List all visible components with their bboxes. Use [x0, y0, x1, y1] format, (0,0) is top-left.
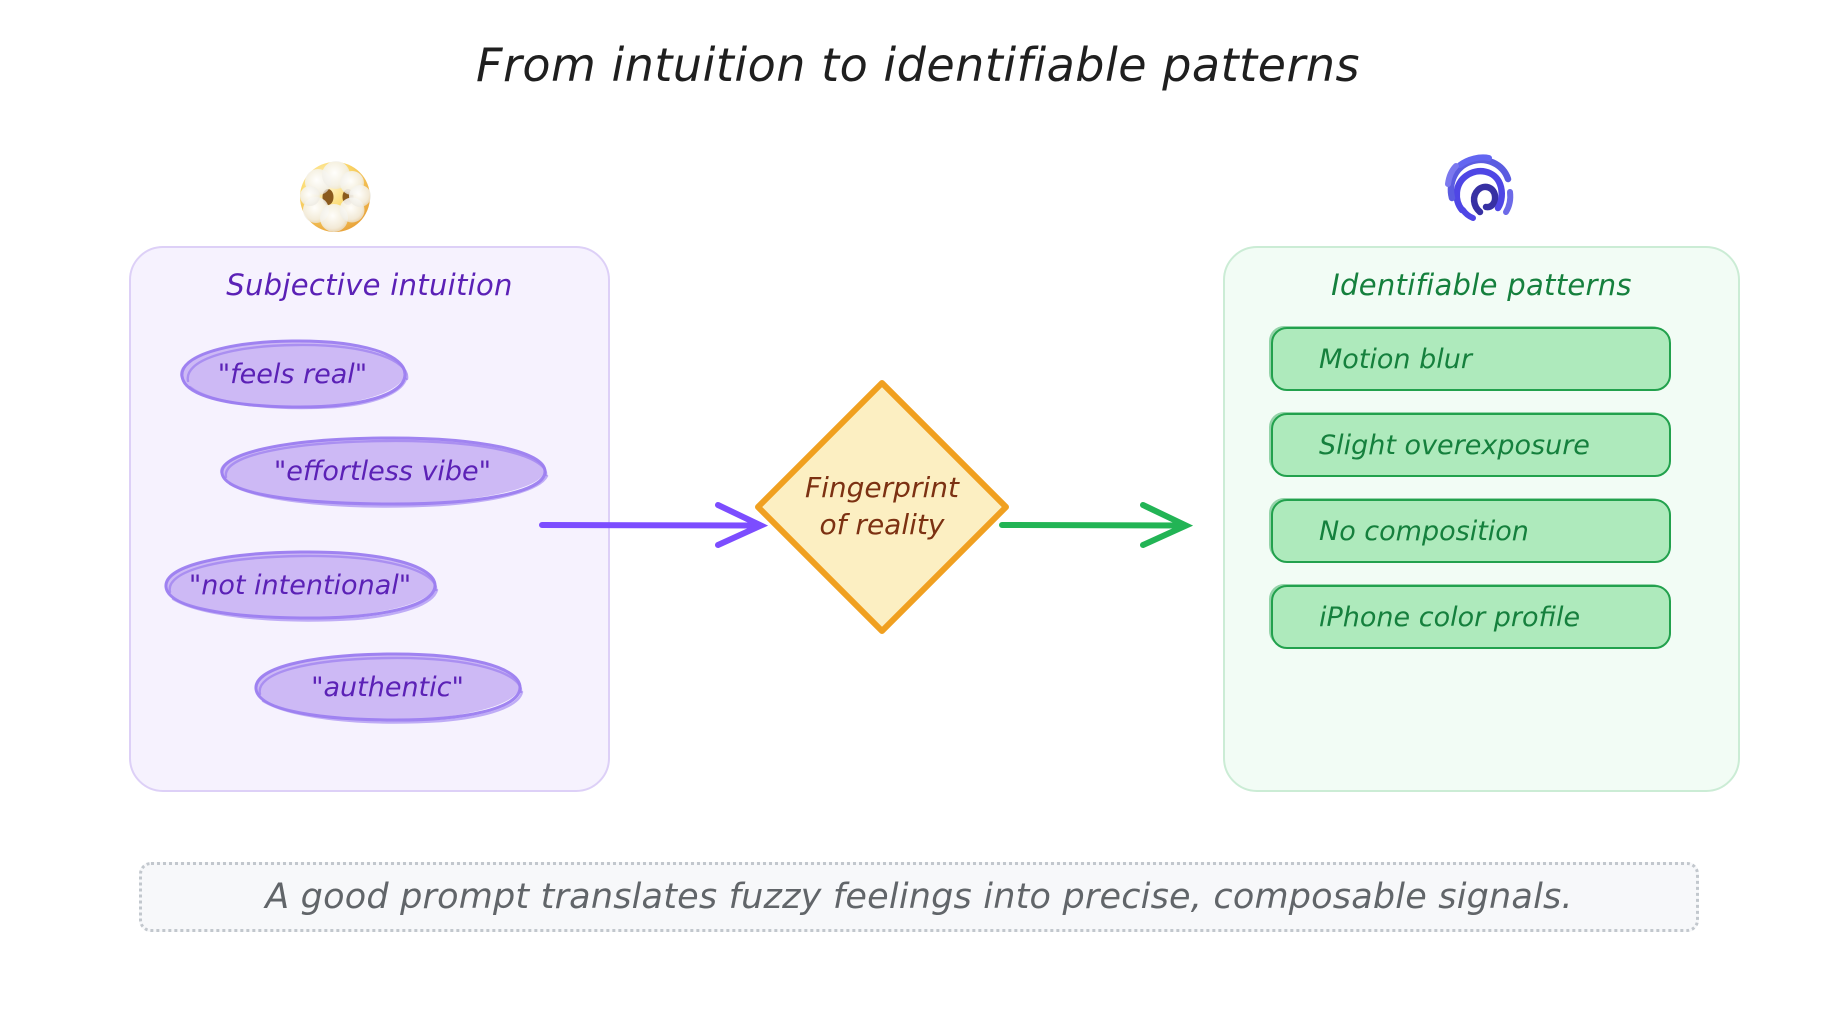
intuition-ellipse[interactable]: "authentic" — [245, 648, 530, 726]
left-panel-title: Subjective intuition — [226, 268, 513, 302]
footer-caption: A good prompt translates fuzzy feelings … — [139, 862, 1699, 932]
pattern-chip[interactable]: Motion blur — [1271, 327, 1671, 391]
pattern-chip[interactable]: iPhone color profile — [1271, 585, 1671, 649]
intuition-ellipse-label: "authentic" — [311, 671, 464, 703]
right-panel-title: Identifiable patterns — [1331, 268, 1632, 302]
pattern-chip-label: iPhone color profile — [1319, 601, 1581, 633]
identifiable-patterns-panel: Identifiable patterns Motion blur Slight… — [1223, 246, 1740, 792]
intuition-ellipse[interactable]: "feels real" — [170, 335, 415, 413]
pattern-chip-label: No composition — [1319, 515, 1529, 547]
page-title: From intuition to identifiable patterns — [476, 38, 1360, 92]
intuition-ellipse-label: "effortless vibe" — [273, 455, 492, 487]
arrow-fingerprint-to-patterns — [999, 502, 1194, 548]
face-in-clouds-icon — [288, 148, 384, 244]
pattern-chip[interactable]: No composition — [1271, 499, 1671, 563]
pattern-chip[interactable]: Slight overexposure — [1271, 413, 1671, 477]
fingerprint-icon — [1432, 140, 1528, 236]
intuition-ellipse-label: "not intentional" — [188, 569, 412, 601]
arrow-intuition-to-fingerprint — [539, 502, 769, 548]
intuition-ellipse-label: "feels real" — [217, 358, 368, 390]
intuition-ellipse[interactable]: "not intentional" — [155, 546, 445, 624]
intuition-ellipse[interactable]: "effortless vibe" — [210, 432, 555, 510]
decision-label: Fingerprint of reality — [805, 471, 959, 541]
fingerprint-of-reality-node[interactable]: Fingerprint of reality — [752, 377, 1012, 637]
pattern-chip-label: Slight overexposure — [1319, 429, 1590, 461]
pattern-chip-label: Motion blur — [1319, 343, 1472, 375]
